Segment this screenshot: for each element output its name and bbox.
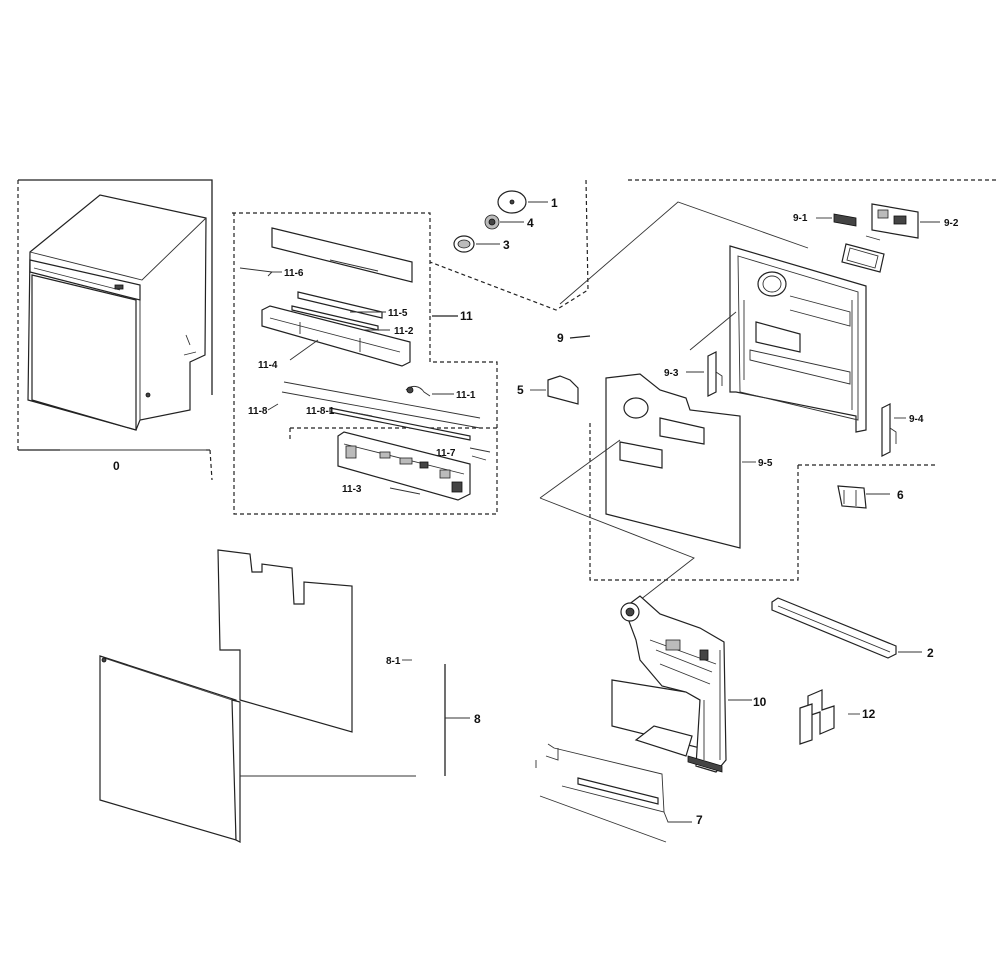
label-1: 1 (551, 196, 558, 210)
detergent-dispenser-opening (757, 271, 787, 297)
dispenser-window (755, 321, 801, 353)
label-11-6: 11-6 (284, 268, 304, 279)
front-door (31, 274, 137, 431)
label-12: 12 (862, 707, 876, 721)
part-hinge-9-3 (707, 351, 717, 397)
part-panel-7 (547, 743, 665, 813)
part-bracket-11-4 (261, 305, 411, 367)
part-gasket (841, 243, 885, 273)
label-2: 2 (927, 646, 934, 660)
label-3: 3 (503, 238, 510, 252)
part-rod-11-8 (283, 381, 481, 419)
part-9-1 (833, 213, 857, 227)
label-11-8-1: 11-8-1 (306, 406, 335, 417)
liner-window (619, 441, 663, 469)
dishwasher-assembly (17, 179, 213, 481)
part-strip-11-5 (297, 291, 383, 319)
label-11-2: 11-2 (394, 326, 414, 337)
label-9-4: 9-4 (909, 414, 924, 425)
label-11-1: 11-1 (456, 390, 476, 401)
part-door-frame-10 (611, 595, 727, 773)
label-6: 6 (897, 488, 904, 502)
group-11-outline (232, 212, 498, 515)
part-6 (837, 485, 867, 509)
part-top-trim (271, 227, 413, 283)
label-11: 11 (460, 309, 473, 323)
label-7: 7 (696, 813, 703, 827)
label-10: 10 (753, 695, 767, 709)
part-control-board-11-3 (337, 431, 471, 501)
group-0-bracket (18, 179, 213, 395)
label-9-2: 9-2 (944, 218, 959, 229)
label-11-5: 11-5 (388, 308, 408, 319)
label-4: 4 (527, 216, 534, 230)
part-rod-11-8-1 (329, 407, 471, 441)
label-8: 8 (474, 712, 481, 726)
part-hinge-9-4 (881, 403, 891, 457)
part-outer-door-8 (99, 655, 237, 841)
knob-group: 1 4 3 (453, 190, 558, 253)
part-5 (547, 375, 579, 405)
label-0: 0 (113, 459, 120, 473)
label-5: 5 (517, 383, 524, 397)
label-11-3: 11-3 (342, 484, 362, 495)
label-9-5: 9-5 (758, 458, 773, 469)
label-11-8: 11-8 (248, 406, 268, 417)
label-8-1: 8-1 (386, 656, 401, 667)
part-11-7 (469, 447, 491, 461)
label-9: 9 (557, 331, 564, 345)
part-rail-2 (771, 597, 897, 659)
label-9-3: 9-3 (664, 368, 679, 379)
label-9-1: 9-1 (793, 213, 808, 224)
part-panel-8-1 (217, 549, 353, 733)
label-11-7: 11-7 (436, 448, 456, 459)
label-11-4: 11-4 (258, 360, 278, 371)
